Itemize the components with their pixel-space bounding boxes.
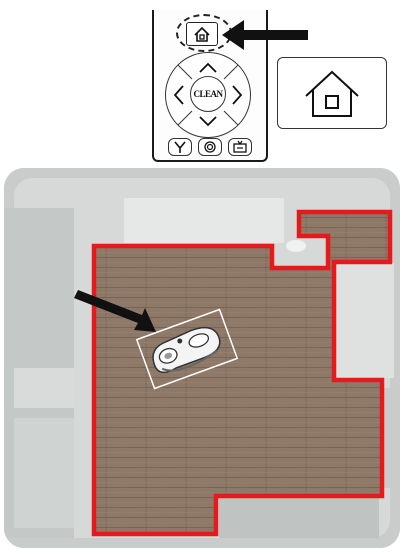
floor-plan — [4, 168, 400, 548]
right-icon[interactable] — [233, 86, 241, 104]
arrow-to-robot-icon — [72, 286, 162, 338]
home-icon — [278, 58, 386, 128]
y-icon — [169, 139, 191, 155]
room-view — [4, 168, 400, 548]
home-icon — [187, 23, 217, 45]
spiral-icon — [199, 139, 221, 155]
spot-icon — [229, 139, 251, 155]
spiral-button[interactable] — [198, 138, 222, 156]
spot-button[interactable] — [228, 138, 252, 156]
home-callout — [277, 57, 387, 129]
arrow-to-home-icon — [222, 18, 312, 52]
home-button[interactable] — [186, 22, 218, 46]
up-icon[interactable] — [200, 64, 216, 72]
clean-button[interactable]: CLEAN — [190, 76, 226, 112]
down-icon[interactable] — [200, 117, 216, 125]
left-icon[interactable] — [175, 86, 183, 104]
clean-label: CLEAN — [193, 89, 222, 99]
y-button[interactable] — [168, 138, 192, 156]
